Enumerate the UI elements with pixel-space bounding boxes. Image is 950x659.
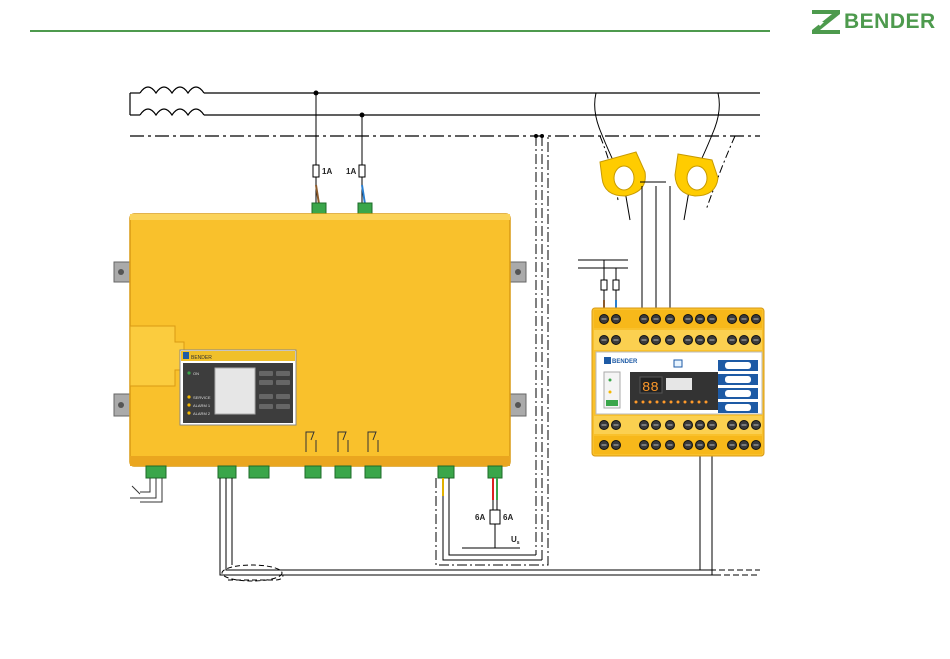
svg-text:ALARM 2: ALARM 2	[193, 411, 211, 416]
bottom-terminals	[146, 466, 502, 478]
svg-text:SERVICE: SERVICE	[193, 395, 211, 400]
fuse-6a	[490, 510, 500, 524]
panel-brand: BENDER	[191, 355, 212, 361]
fuse-1a-right	[359, 165, 365, 177]
top-terminals	[312, 203, 372, 214]
right-panel-logo-icon	[604, 357, 611, 364]
right-device: BENDER 88	[592, 308, 764, 456]
panel-display	[215, 368, 255, 414]
current-transformer-left	[600, 152, 645, 196]
fuse-label-left: 1A	[322, 167, 332, 176]
supply-voltage-label: Us	[511, 535, 520, 546]
fuse-6a-label-left: 6A	[475, 513, 485, 522]
test-button[interactable]	[606, 400, 618, 406]
left-device: BENDER ON SERVICE ALARM 1 ALARM 2	[114, 214, 526, 466]
ct-wiring	[595, 93, 735, 220]
panel-button[interactable]	[276, 394, 290, 399]
panel-button[interactable]	[276, 371, 290, 376]
supply-lines	[130, 87, 760, 115]
svg-text:ON: ON	[193, 371, 199, 376]
fuse-6a-label-right: 6A	[503, 513, 513, 522]
transformer-coil-top	[140, 87, 204, 93]
current-transformer-right	[675, 154, 718, 196]
device-housing	[130, 214, 510, 466]
bus-cable	[220, 478, 715, 581]
transformer-coil-bottom	[140, 109, 204, 115]
fuse-1a-left	[313, 165, 319, 177]
panel-button[interactable]	[259, 394, 273, 399]
right-panel-brand: BENDER	[612, 359, 638, 365]
panel-button[interactable]	[259, 404, 273, 409]
panel-button[interactable]	[259, 371, 273, 376]
right-display-value: 88	[642, 380, 659, 396]
svg-text:ALARM 1: ALARM 1	[193, 403, 211, 408]
panel-button[interactable]	[259, 380, 273, 385]
panel-logo-icon	[183, 352, 189, 359]
external-contact	[130, 478, 162, 502]
cable-shield	[222, 565, 282, 581]
panel-button[interactable]	[276, 380, 290, 385]
fuse-label-right: 1A	[346, 167, 356, 176]
panel-button[interactable]	[276, 404, 290, 409]
